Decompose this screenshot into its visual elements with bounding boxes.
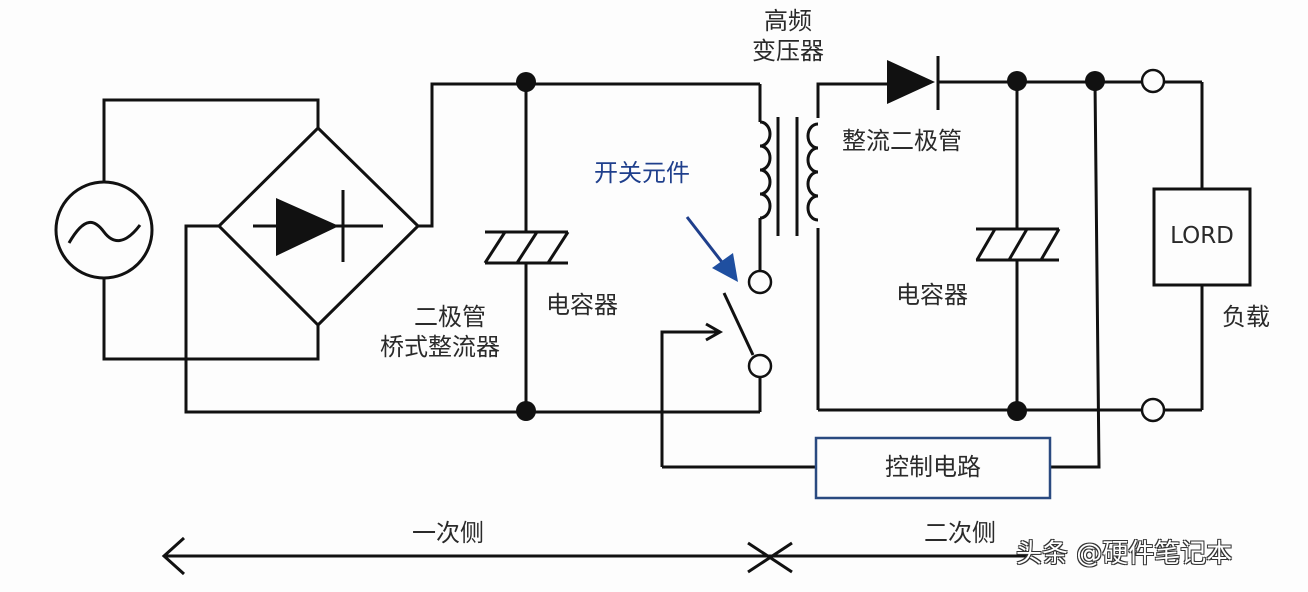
- rectifier-diode-label: 整流二极管: [842, 127, 962, 155]
- wire-ac-bottom: [102, 278, 320, 361]
- transformer-label: 高频 变压器: [738, 6, 838, 66]
- junction-dot: [516, 72, 536, 92]
- junction-dot: [1007, 401, 1027, 421]
- left-arrowhead-icon: [161, 536, 186, 576]
- control-circuit-label: 控制电路: [885, 453, 981, 481]
- switch-pointer-arrow: [685, 216, 727, 267]
- secondary-side-label: 二次侧: [924, 519, 996, 547]
- bridge-rectifier-label-line2: 桥式整流器: [380, 333, 500, 361]
- load-box: [1152, 187, 1252, 287]
- primary-capacitor-label: 电容器: [546, 291, 618, 319]
- rectifier-diode-symbol: [887, 60, 935, 104]
- sine-wave-icon: [67, 221, 142, 244]
- switch-terminal-bottom: [747, 353, 773, 379]
- bridge-rectifier-label-line1: 二极管: [414, 303, 486, 331]
- primary-side-label: 一次侧: [412, 519, 484, 547]
- load-label: 负载: [1222, 303, 1270, 331]
- bridge-rectifier-symbol: [216, 125, 421, 328]
- bridge-diode-triangle: [276, 198, 339, 256]
- transformer-label-line1: 高频: [764, 7, 812, 35]
- watermark: 头条 @硬件笔记本: [1016, 539, 1233, 569]
- transformer-label-line2: 变压器: [752, 37, 824, 65]
- output-terminal-bottom: [1140, 397, 1166, 423]
- secondary-capacitor-label: 电容器: [896, 281, 968, 309]
- secondary-winding-symbol: [806, 122, 819, 222]
- switch-terminal-top: [747, 269, 773, 295]
- junction-dot: [516, 401, 536, 421]
- load-box-label: LORD: [1170, 223, 1234, 249]
- wire-control-to-switch: [660, 330, 718, 467]
- output-terminal-top: [1140, 68, 1166, 94]
- switch-element-label: 开关元件: [594, 159, 690, 187]
- control-circuit-box: [814, 436, 1052, 500]
- wire-bridge-minus: [184, 224, 760, 414]
- junction-dot: [1007, 71, 1027, 91]
- wire-ac-top: [102, 98, 320, 182]
- primary-winding-symbol: [759, 120, 772, 220]
- switch-arm: [722, 292, 755, 356]
- wire-feedback: [1050, 81, 1101, 469]
- junction-dot: [1085, 71, 1105, 91]
- wire-bridge-plus: [418, 82, 760, 228]
- bridge-rectifier-label: 二极管 桥式整流器: [350, 302, 500, 362]
- blue-arrowhead-icon: [712, 253, 738, 282]
